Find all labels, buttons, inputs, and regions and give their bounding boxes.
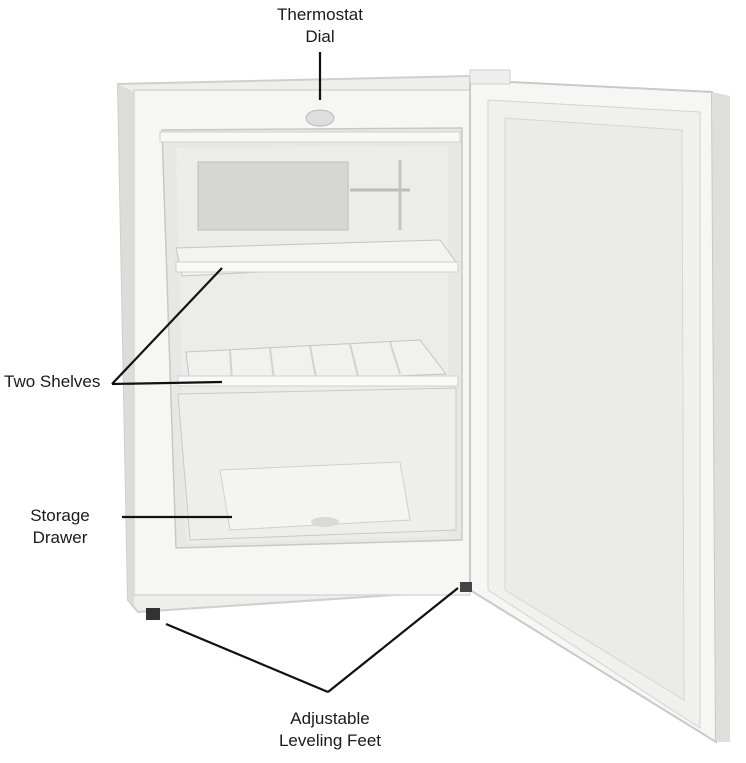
two-shelves-label: Two Shelves	[4, 372, 101, 391]
thermostat-dial	[159, 109, 461, 143]
storage-drawer	[177, 387, 457, 541]
shelves-leader-line-lower	[111, 380, 223, 386]
storage-drawer-label: Storage Drawer	[10, 505, 110, 549]
leader-lines	[111, 52, 459, 694]
feet-leader-line-left	[165, 622, 329, 694]
drawer-label-line2: Drawer	[32, 528, 88, 547]
thermostat-dial-label: Thermostat Dial	[260, 4, 380, 48]
shelf-bottom	[177, 339, 459, 387]
feet-label-line2: Leveling Feet	[278, 731, 382, 750]
thermostat-label-line2: Dial	[305, 27, 335, 46]
drawer-label-line1: Storage	[30, 506, 90, 525]
leveling-feet	[146, 582, 472, 620]
shelf-top	[175, 239, 459, 277]
shelves-leader-line-upper	[111, 267, 223, 385]
feet-leader-line-right	[327, 587, 459, 693]
feet-label-line1: Adjustable	[290, 709, 370, 728]
leveling-feet-label: Adjustable Leveling Feet	[255, 708, 405, 752]
door	[469, 69, 730, 744]
thermostat-label-line1: Thermostat	[277, 5, 363, 24]
